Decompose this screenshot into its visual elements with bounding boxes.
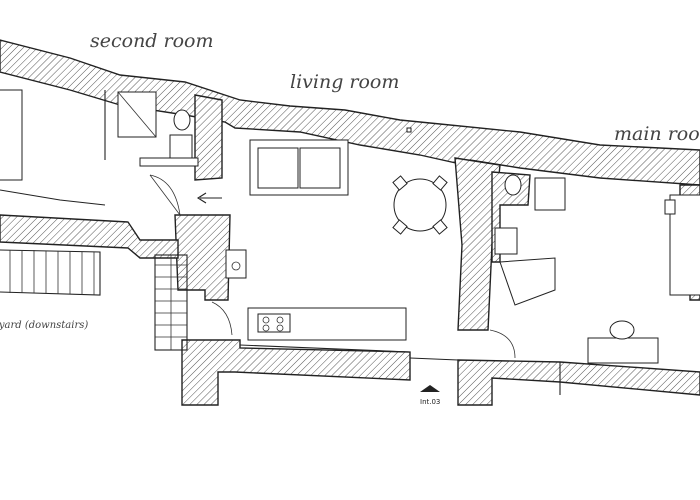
label-main-room: main room [614, 123, 700, 145]
label-courtyard: courtyard (downstairs) [0, 320, 88, 331]
wall-main-bath [491, 171, 531, 263]
cabinet-main [534, 177, 566, 211]
wall-living-left [174, 214, 231, 301]
stove [257, 313, 291, 333]
wall-bottom-main [457, 359, 700, 406]
threshold-marker [406, 127, 412, 133]
balcony-rail [239, 344, 411, 353]
living-room-area [211, 127, 459, 361]
entry-arrow [196, 192, 207, 204]
bed-second-room [0, 89, 23, 181]
kitchen-sink [225, 249, 247, 279]
door-swing-living [211, 301, 233, 336]
balcony-line [409, 357, 459, 361]
shower-main [499, 257, 556, 306]
wall-bottom-living [181, 339, 411, 406]
toilet-main [504, 174, 522, 196]
label-unit: Int.03 [420, 398, 440, 406]
dining-table [393, 178, 447, 232]
chair-main [609, 320, 635, 340]
main-room-area [489, 174, 700, 395]
vanity-second [139, 157, 199, 167]
toilet-second [173, 109, 191, 131]
door-swing-main [489, 329, 516, 359]
label-living-room: living room [290, 71, 399, 93]
second-room-floor-line [0, 189, 106, 206]
second-room-area [0, 89, 222, 216]
stair-treads [9, 250, 95, 295]
unit-marker-icon [420, 385, 440, 392]
stair-outline [0, 249, 101, 296]
desk-main [587, 337, 659, 364]
wall-second-bath [194, 94, 223, 181]
door-swing-second [149, 174, 181, 216]
wall-partition [454, 157, 501, 331]
label-second-room: second room [90, 30, 214, 52]
stairs-area [0, 249, 188, 351]
wall-courtyard-top [0, 214, 179, 259]
sink-main [494, 227, 518, 255]
